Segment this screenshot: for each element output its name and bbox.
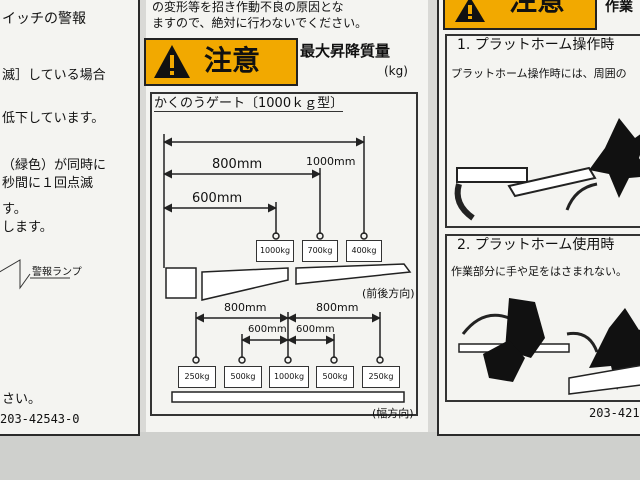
caution-label: 注意 (204, 44, 261, 77)
dim-600-label: 600mm (192, 191, 243, 206)
right-caution-banner: 注意 (443, 0, 597, 30)
weight-box-400kg: 400kg (346, 240, 382, 262)
weight-box-1000kg-center: 1000kg (269, 366, 309, 388)
dim-1000-label: 1000mm (306, 155, 356, 168)
left-line-2: 滅］している場合 (2, 68, 106, 83)
hand-pinch-illustration (458, 298, 640, 395)
section1-text: プラットホーム操作時には、周囲の (451, 67, 627, 80)
left-label-panel: イッチの警報 滅］している場合 低下しています。 （緑色）が同時に 秒間に１回点… (0, 0, 140, 436)
right-warning-triangle-icon (455, 0, 485, 22)
dim-800-label: 800mm (212, 157, 263, 172)
bottom-dim-600-right: 600mm (296, 324, 335, 335)
right-top-word: 作業 (605, 0, 633, 15)
bottom-dim-600-left: 600mm (248, 324, 287, 335)
caution-banner: 注意 (144, 38, 298, 86)
left-line-7: します。 (2, 220, 53, 235)
left-code: 203-42543-0 (0, 412, 80, 426)
warning-lamp-label: 警報ランプ (32, 267, 82, 278)
unit-label: (kg) (384, 64, 408, 78)
section1-frame (445, 34, 640, 228)
center-top-line-2: ますので、絶対に行わないでください。 (152, 16, 368, 30)
bottom-dim-800-right: 800mm (316, 301, 359, 314)
warning-triangle-icon (154, 45, 190, 78)
weight-box-700kg: 700kg (302, 240, 338, 262)
gate-title: かくのうゲート〔1000ｋｇ型〕 (154, 96, 344, 112)
weight-box-250kg-right: 250kg (362, 366, 400, 388)
weight-box-500kg-right: 500kg (316, 366, 354, 388)
left-line-5: 秒間に１回点滅 (2, 176, 94, 191)
max-load-title: 最大昇降質量 (300, 42, 391, 60)
load-diagram (163, 134, 412, 403)
weight-box-1000kg: 1000kg (256, 240, 294, 262)
weight-box-250kg-left: 250kg (178, 366, 216, 388)
left-line-6: す。 (2, 202, 27, 217)
left-line-1: イッチの警報 (2, 11, 86, 27)
right-caution-label: 注意 (509, 0, 566, 17)
warning-lamp-leader-line (0, 259, 70, 290)
front-back-direction-label: (前後方向) (362, 287, 415, 300)
weight-box-500kg-left: 500kg (224, 366, 262, 388)
left-line-4: （緑色）が同時に (2, 158, 107, 173)
background-strip (0, 432, 640, 480)
diagram-frame (150, 92, 418, 416)
width-direction-label: (幅方向) (372, 407, 414, 420)
center-top-line-1: の変形等を招き作動不良の原因とな (152, 0, 344, 14)
left-line-9: さい。 (2, 392, 42, 407)
section2-title: 2. プラットホーム使用時 (457, 237, 615, 253)
right-code: 203-421 (589, 406, 640, 420)
platform-operation-illustration (454, 118, 640, 221)
center-label-panel: の変形等を招き作動不良の原因とな ますので、絶対に行わないでください。 注意 最… (144, 0, 428, 432)
section2-text: 作業部分に手や足をはさまれない。 (451, 265, 627, 278)
bottom-dim-800-left: 800mm (224, 301, 267, 314)
section2-frame (445, 234, 640, 402)
left-line-3: 低下しています。 (2, 111, 105, 126)
section1-title: 1. プラットホーム操作時 (457, 37, 615, 53)
right-label-panel: 注意 作業 1. プラットホーム操作時 プラットホーム操作時には、周囲の 2. … (437, 0, 640, 436)
